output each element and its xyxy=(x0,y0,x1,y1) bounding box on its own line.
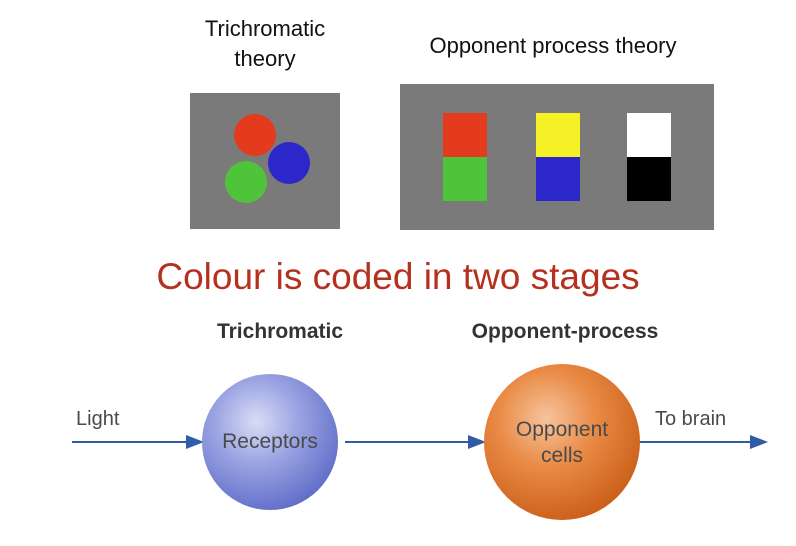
opponent-theory-title: Opponent process theory xyxy=(429,33,677,58)
green-circle xyxy=(225,161,267,203)
arrow-receptors-to-opponent xyxy=(345,435,486,449)
red-circle xyxy=(234,114,276,156)
yellow-square xyxy=(536,113,580,157)
headline: Colour is coded in two stages xyxy=(156,256,640,297)
trichromatic-theory-title-line1: Trichromatic xyxy=(204,16,326,41)
blue-square xyxy=(536,157,580,201)
green-square xyxy=(443,157,487,201)
stage2-label: Opponent-process xyxy=(471,320,659,343)
receptors-label: Receptors xyxy=(222,430,318,453)
trichromatic-theory-title-line2: theory xyxy=(234,46,296,71)
receptors-sphere xyxy=(202,374,338,510)
light-label: Light xyxy=(76,408,120,430)
arrow-opponent-to-brain xyxy=(638,435,768,449)
opponent-cells-label-line2: cells xyxy=(540,444,583,467)
white-square xyxy=(627,113,671,157)
arrow-light-to-receptors xyxy=(72,435,204,449)
trichromatic-theory-title: Trichromatic theory xyxy=(175,14,355,74)
black-square xyxy=(627,157,671,201)
to-brain-label: To brain xyxy=(655,408,727,430)
trichromatic-panel xyxy=(190,93,340,229)
opponent-cells-label-line1: Opponent xyxy=(515,418,609,441)
opponent-cells-label: Opponent cells xyxy=(492,417,632,469)
stage1-label: Trichromatic xyxy=(216,320,344,343)
red-square xyxy=(443,113,487,157)
blue-circle xyxy=(268,142,310,184)
opponent-panel xyxy=(400,84,714,230)
opponent-cells-sphere xyxy=(484,364,640,520)
